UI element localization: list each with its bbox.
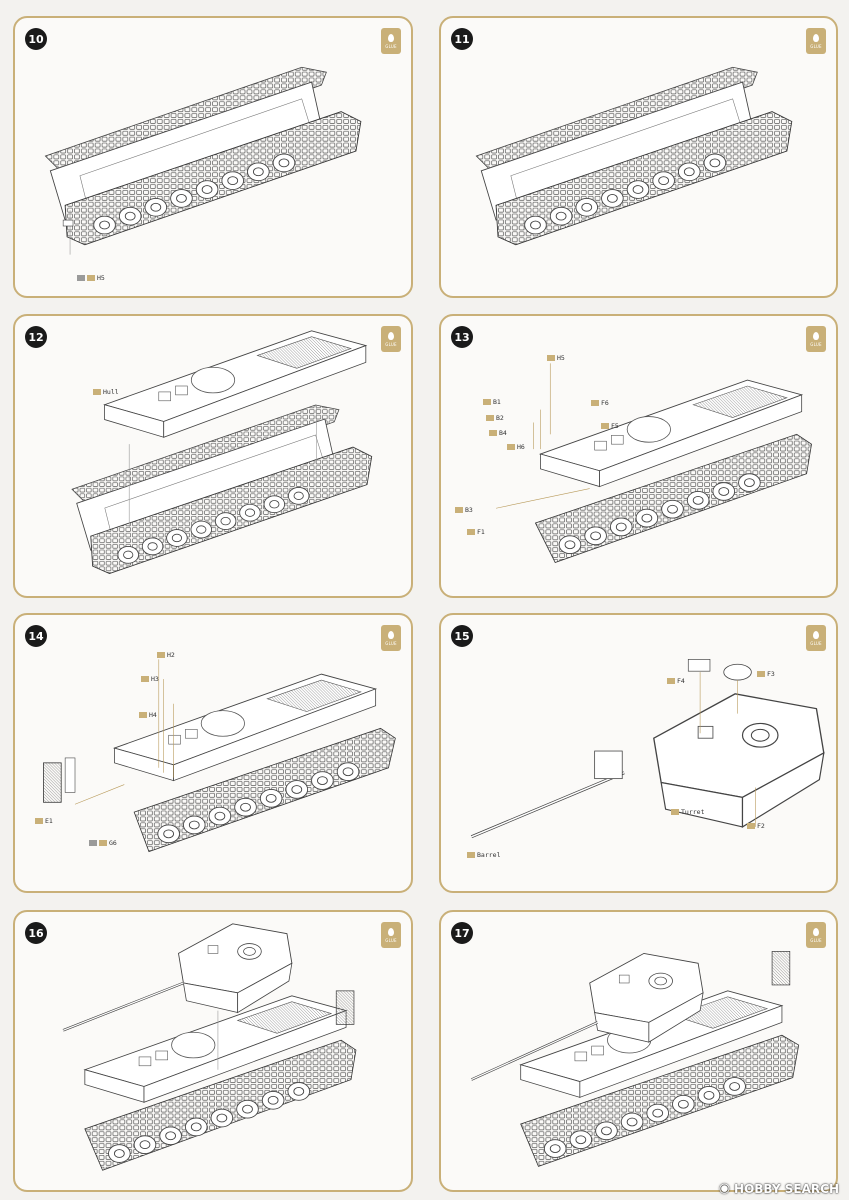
step-number: 11: [451, 28, 473, 50]
part-label: B4: [489, 429, 507, 437]
glue-icon: GLUE: [381, 922, 401, 948]
glue-icon: GLUE: [381, 326, 401, 352]
part-label: H5: [77, 274, 105, 282]
part-label: G6: [89, 839, 117, 847]
part-label: Turret: [671, 808, 704, 816]
step-15-panel: 15 GLUE F4 F3 Turret F2 Barrel: [439, 613, 838, 893]
part-label: F4: [667, 677, 685, 685]
step-17-panel: 17 GLUE: [439, 910, 838, 1192]
glue-icon: GLUE: [381, 625, 401, 651]
part-label: B3: [455, 506, 473, 514]
part-label: F6: [591, 399, 609, 407]
part-label: E1: [35, 817, 53, 825]
step-number: 14: [25, 625, 47, 647]
part-label: F3: [757, 670, 775, 678]
part-label: B1: [483, 398, 501, 406]
part-label: H3: [141, 675, 159, 683]
step-number: 10: [25, 28, 47, 50]
assembly-drawing: [495, 363, 812, 563]
assembly-drawing: [15, 18, 411, 255]
step-number: 12: [25, 326, 47, 348]
glue-icon: GLUE: [806, 922, 826, 948]
part-label: F1: [467, 528, 485, 536]
glue-icon: GLUE: [806, 28, 826, 54]
step-number: 15: [451, 625, 473, 647]
assembly-drawing: [15, 330, 411, 596]
assembly-drawing: [62, 923, 357, 1171]
step-number: 13: [451, 326, 473, 348]
part-label: F5: [601, 422, 619, 430]
assembly-drawing: [441, 18, 836, 296]
part-label: B2: [486, 414, 504, 422]
step-14-panel: 14 GLUE H2 H3 H4 E1 G6: [13, 613, 413, 893]
part-label: F2: [747, 822, 765, 830]
part-label: H4: [139, 711, 157, 719]
step-number: 17: [451, 922, 473, 944]
step-13-panel: 13 GLUE H5 F6 B1 B2 B4 H6 F5 B3 F1: [439, 314, 838, 598]
glue-icon: GLUE: [806, 625, 826, 651]
step-number: 16: [25, 922, 47, 944]
glue-icon: GLUE: [806, 326, 826, 352]
part-label: H5: [547, 354, 565, 362]
assembly-drawing: [470, 659, 825, 839]
watermark-text: HOBBY SEARCH: [734, 1181, 839, 1196]
part-label: Barrel: [467, 851, 500, 859]
assembly-drawing: [470, 951, 800, 1167]
logo-icon: ◉: [718, 1181, 731, 1196]
step-16-panel: 16 GLUE: [13, 910, 413, 1192]
part-label: H2: [157, 651, 175, 659]
step-12-panel: 12 GLUE Hull: [13, 314, 413, 598]
part-label: Hull: [93, 388, 119, 396]
glue-icon: GLUE: [381, 28, 401, 54]
step-10-panel: 10 GLUE H5: [13, 16, 413, 298]
step-11-panel: 11 GLUE: [439, 16, 838, 298]
part-label: H6: [507, 443, 525, 451]
assembly-drawing: [43, 659, 396, 853]
watermark-logo: ◉ HOBBY SEARCH: [719, 1181, 839, 1196]
